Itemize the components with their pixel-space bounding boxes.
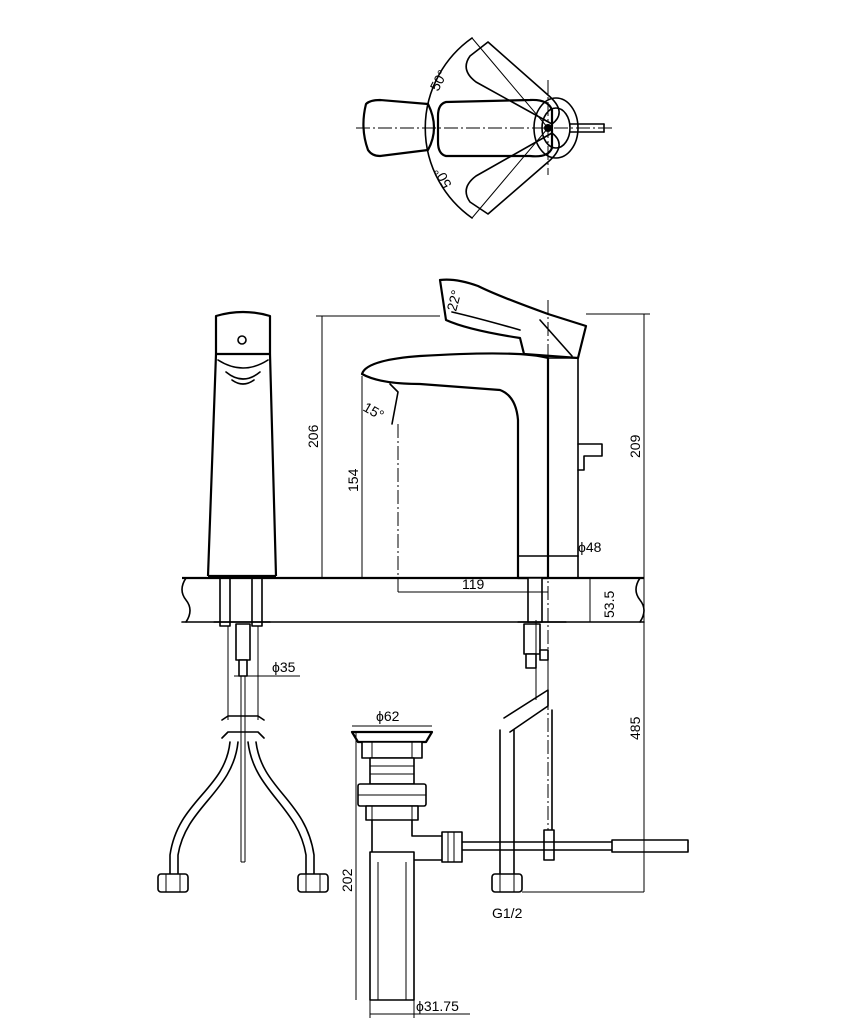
spout-reach-label: 119 <box>462 576 485 592</box>
deck-thickness-label: 53.5 <box>601 591 617 618</box>
popup-waste: ϕ62 202 ϕ31.75 <box>339 708 470 1018</box>
dimension-lines: 206 154 209 ϕ48 119 485 <box>305 313 650 892</box>
rotation-bottom-label: 50° <box>431 165 455 191</box>
rotation-top-label: 50° <box>427 67 451 93</box>
height-handle-label: 209 <box>627 434 643 458</box>
overall-depth-label: 485 <box>627 716 643 740</box>
waste-height-label: 202 <box>339 868 355 892</box>
deck: 53.5 <box>181 576 645 623</box>
spout-tilt-label: 15° <box>361 399 387 423</box>
shank-diameter-label: ϕ35 <box>272 659 296 675</box>
tail-diameter-label: ϕ31.75 <box>416 998 459 1014</box>
side-view: ϕ35 <box>157 310 329 893</box>
front-view: 22° 15° G1/2 <box>361 278 689 921</box>
handle-tilt-label: 22° <box>443 288 464 313</box>
height-total-label: 206 <box>305 424 321 448</box>
hose-thread-label: G1/2 <box>492 905 523 921</box>
waste-diameter-label: ϕ62 <box>376 708 400 724</box>
height-spout-label: 154 <box>345 468 361 492</box>
base-diameter-label: ϕ48 <box>578 539 602 555</box>
top-view: 50° 50° <box>356 37 612 219</box>
